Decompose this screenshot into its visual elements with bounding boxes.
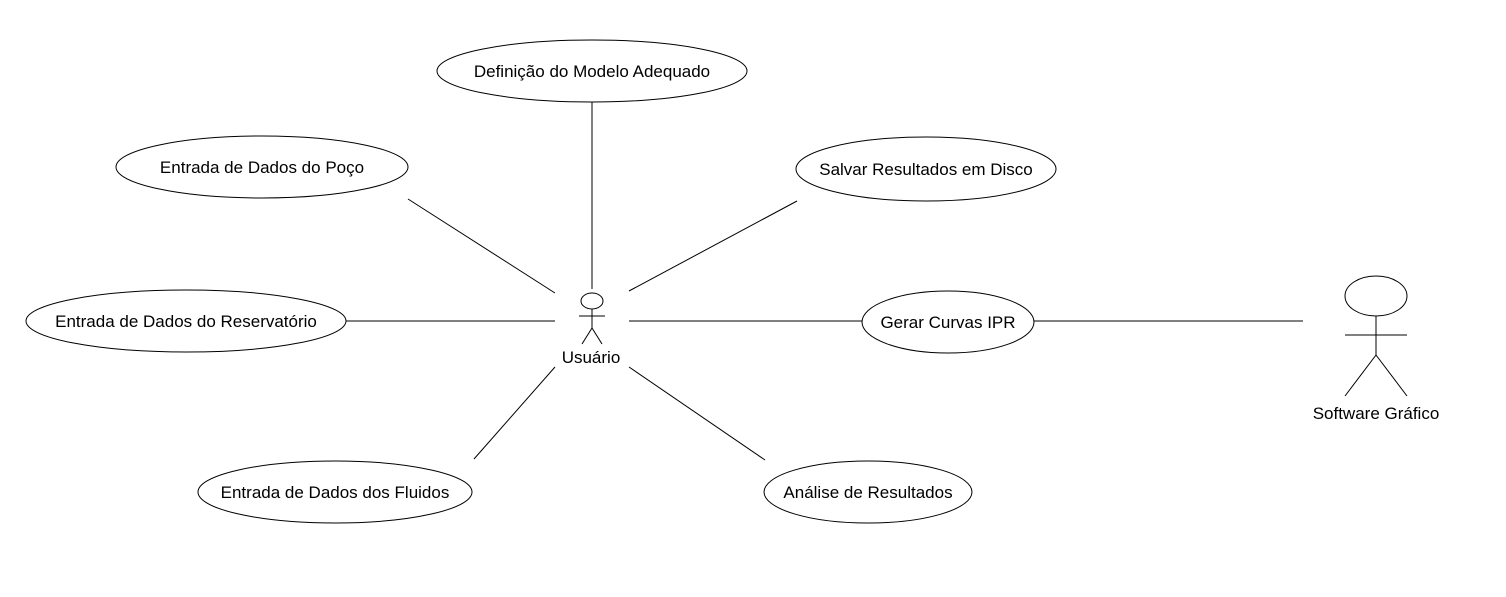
use-case-entrada-poco[interactable]: Entrada de Dados do Poço xyxy=(115,135,409,199)
use-case-label: Gerar Curvas IPR xyxy=(880,313,1015,332)
use-case-label: Entrada de Dados do Reservatório xyxy=(55,312,317,331)
use-case-entrada-reservatorio[interactable]: Entrada de Dados do Reservatório xyxy=(25,289,347,353)
use-case-ellipse xyxy=(197,460,473,524)
use-case-ellipse xyxy=(861,290,1035,354)
use-case-gerar-curvas[interactable]: Gerar Curvas IPR xyxy=(861,290,1035,354)
use-case-entrada-fluidos[interactable]: Entrada de Dados dos Fluidos xyxy=(197,460,473,524)
actor-usuario[interactable]: Usuário xyxy=(562,292,621,367)
association-usuario-salvar-resultados xyxy=(628,200,798,292)
use-case-analise-resultados[interactable]: Análise de Resultados xyxy=(763,460,973,524)
use-case-ellipse xyxy=(763,460,973,524)
stick-figure-icon xyxy=(579,292,605,345)
use-case-definicao-modelo[interactable]: Definição do Modelo Adequado xyxy=(436,39,748,103)
actor-label: Usuário xyxy=(562,348,621,367)
association-usuario-entrada-poco xyxy=(407,198,556,294)
associations xyxy=(346,101,1303,461)
use-case-ellipse xyxy=(436,39,748,103)
use-case-ellipse xyxy=(795,136,1057,202)
use-case-label: Entrada de Dados dos Fluidos xyxy=(221,483,450,502)
use-case-label: Entrada de Dados do Poço xyxy=(160,158,364,177)
actor-label: Software Gráfico xyxy=(1313,404,1440,423)
use-case-salvar-resultados[interactable]: Salvar Resultados em Disco xyxy=(795,136,1057,202)
use-case-label: Análise de Resultados xyxy=(783,483,952,502)
use-case-label: Definição do Modelo Adequado xyxy=(474,62,710,81)
use-case-ellipse xyxy=(25,289,347,353)
actor-software-grafico[interactable]: Software Gráfico xyxy=(1313,275,1440,423)
use-case-ellipse xyxy=(115,135,409,199)
association-usuario-analise-resultados xyxy=(628,366,766,461)
use-case-label: Salvar Resultados em Disco xyxy=(819,160,1033,179)
stick-figure-icon xyxy=(1344,275,1408,397)
association-usuario-entrada-fluidos xyxy=(473,366,556,460)
